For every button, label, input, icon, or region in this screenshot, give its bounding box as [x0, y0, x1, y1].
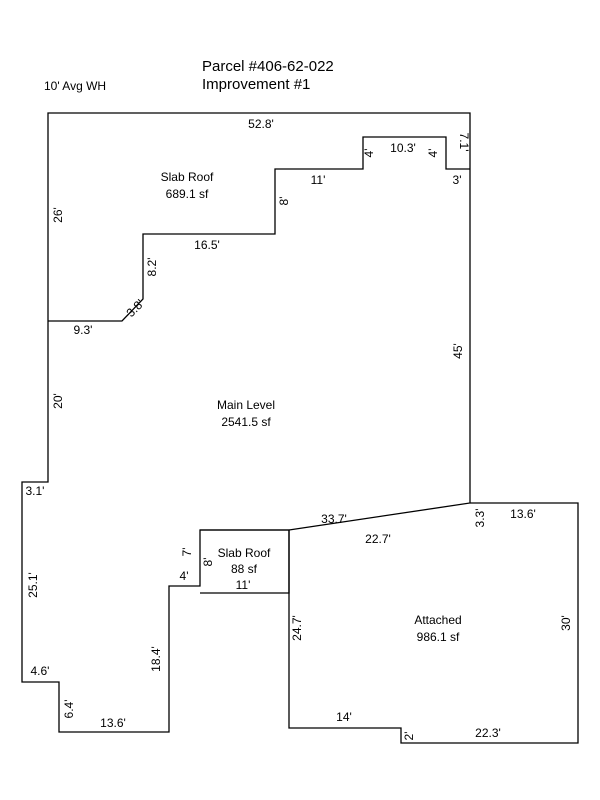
dim-bottom-width: 13.6': [100, 716, 126, 730]
dim-attached-right-top: 13.6': [510, 507, 536, 521]
dim-right-main-height: 45': [451, 343, 465, 359]
dim-inner-height: 18.4': [149, 646, 163, 672]
attached-size: 986.1 sf: [417, 630, 460, 644]
slab-roof-top-name: Slab Roof: [161, 170, 214, 184]
dim-step-lower-width: 16.5': [194, 238, 220, 252]
dim-attached-left-height: 24.7': [290, 615, 304, 641]
dim-left-jog: 3.1': [26, 484, 45, 498]
dim-top-width: 52.8': [248, 117, 274, 131]
main-level-name: Main Level: [217, 398, 275, 412]
improvement-label: Improvement #1: [202, 76, 310, 93]
dim-bottom-left-height: 6.4': [62, 700, 76, 719]
dim-attached-right-height: 30': [559, 615, 573, 631]
attached-name: Attached: [414, 613, 461, 627]
dim-notch-width: 10.3': [390, 141, 416, 155]
dim-small-slab-height: 8': [201, 558, 215, 567]
parcel-number: Parcel #406-62-022: [202, 58, 334, 75]
dim-step-upper-height: 8': [277, 197, 291, 206]
dim-left-middle-height: 20': [51, 393, 65, 409]
dim-left-upper-height: 26': [51, 207, 65, 223]
slab-roof-small-name: Slab Roof: [218, 546, 271, 560]
wall-height-note: 10' Avg WH: [44, 79, 106, 93]
attached-outline: [288, 502, 579, 744]
dim-small-slab-outer-height: 7': [180, 548, 194, 557]
dim-right-top-height: 7.1': [457, 133, 471, 152]
dim-bottom-left-jog: 4.6': [31, 664, 50, 678]
dim-step-lower-height: 8.2': [145, 258, 159, 277]
slab-roof-top-size: 689.1 sf: [166, 187, 209, 201]
dim-small-slab-width: 11': [236, 578, 251, 592]
dim-step-upper-width: 11': [311, 173, 326, 187]
dim-notch-right-height: 4': [426, 149, 440, 158]
dim-attached-bottom-step: 2': [402, 732, 416, 741]
dim-attached-top-width: 22.7': [365, 532, 391, 546]
main-outline: [21, 112, 471, 733]
slab-roof-small-size: 88 sf: [231, 562, 258, 576]
dim-inner-jog: 4': [180, 569, 189, 583]
dim-slab-left-width: 9.3': [74, 323, 93, 337]
dim-attached-bottom-left: 14': [336, 710, 352, 724]
dim-attached-bottom-right: 22.3': [475, 726, 501, 740]
dim-left-lower-height: 25.1': [26, 572, 40, 598]
dim-attached-jog: 3.3': [473, 509, 487, 528]
slab-roof-top-outline: [48, 136, 470, 322]
dim-notch-left-height: 4': [362, 149, 376, 158]
dim-main-bottom-width: 33.7': [321, 512, 347, 526]
main-level-size: 2541.5 sf: [221, 415, 271, 429]
dim-right-jog: 3': [453, 173, 462, 187]
